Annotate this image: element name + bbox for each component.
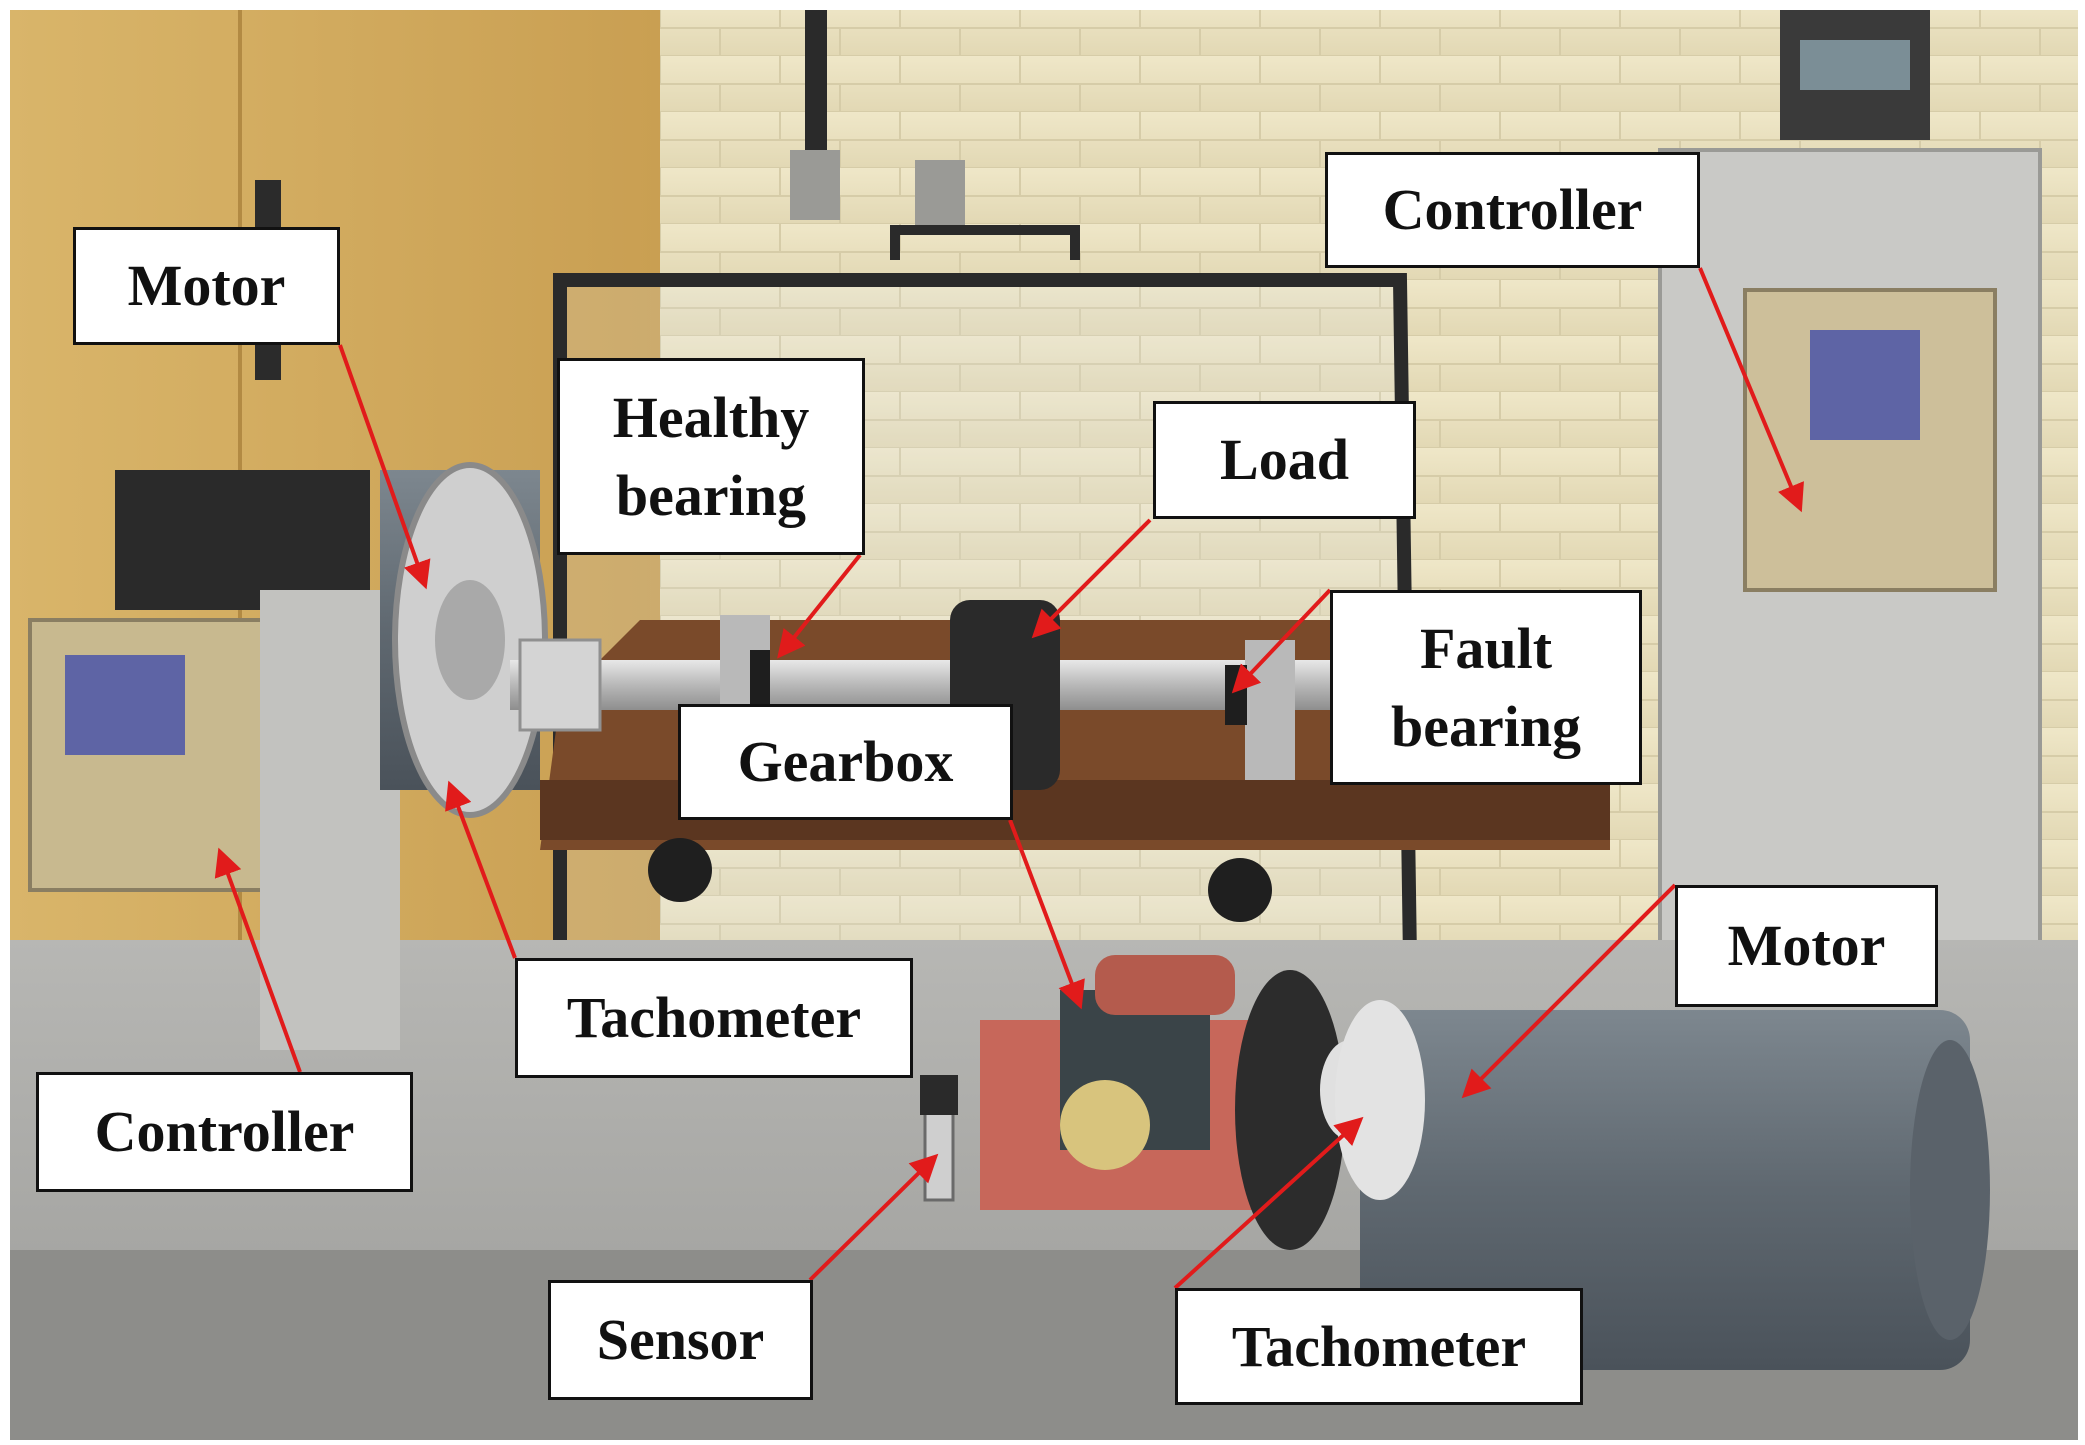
label-fault-bearing: Fault bearing xyxy=(1330,590,1642,785)
label-motor-right: Motor xyxy=(1675,885,1938,1007)
label-healthy-bearing: Healthy bearing xyxy=(557,358,865,555)
label-motor-left: Motor xyxy=(73,227,340,345)
label-sensor: Sensor xyxy=(548,1280,813,1400)
label-controller-left: Controller xyxy=(36,1072,413,1192)
label-tachometer-bottom: Tachometer xyxy=(1175,1288,1583,1405)
label-tachometer-middle: Tachometer xyxy=(515,958,913,1078)
label-controller-top-right: Controller xyxy=(1325,152,1700,268)
label-load: Load xyxy=(1153,401,1416,519)
label-gearbox: Gearbox xyxy=(678,704,1013,820)
